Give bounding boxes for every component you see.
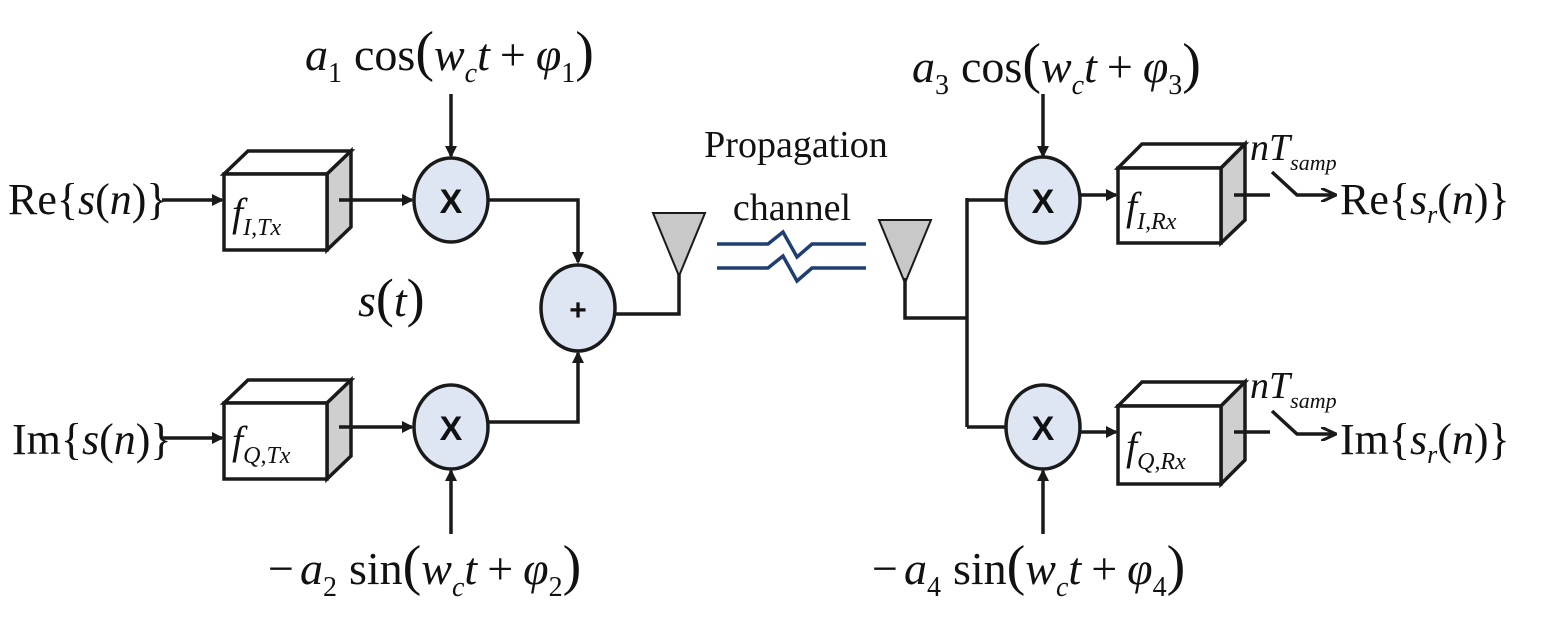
rx-filter-i-box bbox=[1113, 139, 1250, 248]
tx-adder bbox=[539, 263, 617, 353]
path-mixer-i-adder bbox=[488, 198, 584, 264]
channel-label-line2: channel bbox=[733, 187, 851, 229]
sampling-q-label: nTsamp bbox=[1250, 365, 1337, 413]
sampling-i-label: nTsamp bbox=[1250, 127, 1337, 175]
rx-filter-q-label: fQ,Rx bbox=[1126, 424, 1186, 475]
rx-filter-q-box bbox=[1113, 377, 1250, 489]
tx-antenna-icon bbox=[651, 212, 707, 279]
input-re-label: Re{s(n)} bbox=[8, 175, 168, 224]
channel-wave-top bbox=[717, 229, 866, 260]
signal-st-label: s(t) bbox=[358, 268, 425, 328]
tx-filter-q-box bbox=[219, 375, 356, 484]
path-antenna-split bbox=[903, 278, 967, 320]
rx-mixer-i-symbol: X bbox=[1032, 183, 1055, 221]
output-re-label: Re{sr(n)} bbox=[1340, 175, 1510, 229]
path-mixer-q-adder bbox=[488, 351, 584, 424]
tx-filter-i-box bbox=[219, 146, 356, 255]
tx-mixer-q-symbol: X bbox=[440, 410, 463, 448]
rx-antenna-icon bbox=[877, 219, 933, 286]
path-adder-antenna bbox=[615, 272, 681, 316]
rx-filter-i-label: fI,Rx bbox=[1126, 184, 1177, 235]
output-im-label: Im{sr(n)} bbox=[1340, 415, 1510, 469]
sampler-q-switch bbox=[1270, 409, 1335, 434]
rx-mixer-q-symbol: X bbox=[1032, 410, 1055, 448]
sampler-i-switch bbox=[1270, 170, 1335, 195]
input-im-label: Im{s(n)} bbox=[12, 415, 172, 464]
channel-label-line1: Propagation bbox=[704, 124, 888, 166]
tx-adder-symbol: + bbox=[569, 294, 587, 327]
tx-mixer-i-symbol: X bbox=[440, 183, 463, 221]
channel-wave-bottom bbox=[717, 253, 866, 284]
